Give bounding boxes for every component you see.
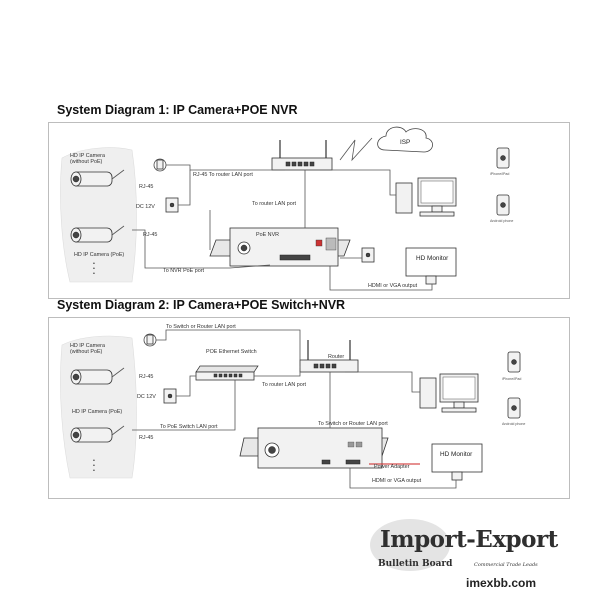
ip-camera-icon <box>70 225 125 243</box>
internet-link <box>339 137 373 162</box>
wall-outlet-icon <box>361 247 375 263</box>
poe-nvr-label: PoE NVR <box>256 232 279 238</box>
hd-monitor-icon <box>431 443 483 481</box>
iphone-ipad-label: iPhone/iPad <box>502 377 521 381</box>
diagram-2: HD IP Camera(without PoE) HD IP Camera (… <box>60 324 525 489</box>
rj45-label-b: RJ-45 <box>139 435 153 441</box>
power-adapter-label: Power Adapter <box>374 464 410 470</box>
power-outlet-icon <box>165 197 179 213</box>
router-icon <box>299 340 359 373</box>
watermark-url: imexbb.com <box>466 576 536 590</box>
hdmi-vga-label: HDMI or VGA output <box>372 478 422 484</box>
svg-text:•: • <box>93 266 95 272</box>
cable-dc-power <box>176 375 196 397</box>
watermark-title: Import-Export <box>380 526 559 553</box>
hd-monitor-label: HD Monitor <box>416 255 449 262</box>
globe-icon <box>370 519 450 571</box>
svg-text:•: • <box>93 463 95 469</box>
poe-nvr-icon <box>209 227 351 267</box>
rj45-to-router-label: RJ-45 To router LAN port <box>193 172 253 178</box>
dc12v-label: DC 12V <box>136 204 155 210</box>
camera-group-label-top-line2: (without PoE) <box>70 159 103 165</box>
cable-dc-power <box>178 170 191 206</box>
camera-group-label-top: HD IP Camera(without PoE) <box>70 343 105 355</box>
iphone-icon <box>496 147 510 169</box>
poe-switch-icon <box>195 365 259 381</box>
desktop-pc-icon <box>419 373 479 413</box>
svg-text:•: • <box>93 468 95 474</box>
watermark-tagline: Commercial Trade Leads <box>474 562 538 568</box>
rj45-label-a: RJ-45 <box>139 184 153 190</box>
to-switch-router-2-label: To Switch or Router LAN port <box>318 421 388 427</box>
diagram-2-heading: System Diagram 2: IP Camera+POE Switch+N… <box>57 298 346 312</box>
hd-monitor-label: HD Monitor <box>440 451 473 458</box>
rj45-connector-icon <box>153 158 167 172</box>
isp-label: ISP <box>400 139 410 146</box>
camera-group-backdrop <box>60 335 137 479</box>
rj45-connector-icon <box>143 333 157 347</box>
camera-group-label-bottom: HD IP Camera (PoE) <box>74 252 124 258</box>
rj45-label-b: RJ-45 <box>143 232 157 238</box>
iphone-icon <box>507 351 521 373</box>
ip-camera-icon <box>70 367 125 385</box>
camera-group-label-top-line2: (without PoE) <box>70 349 103 355</box>
more-cameras-dots: • <box>93 261 95 267</box>
cable-router-pc <box>320 169 396 196</box>
to-router-lan-label: To router LAN port <box>262 382 307 388</box>
cable-router-pc <box>345 371 420 393</box>
cable-camera-router <box>156 329 301 366</box>
hd-monitor-icon <box>405 247 457 285</box>
dc12v-label: DC 12V <box>137 394 156 400</box>
power-outlet-icon <box>163 388 177 404</box>
poe-switch-label: POE Ethernet Switch <box>206 349 257 355</box>
isp-cloud-icon: ISP <box>377 126 433 153</box>
android-phone-icon <box>496 194 510 216</box>
android-phone-icon <box>507 397 521 419</box>
to-switch-router-label: To Switch or Router LAN port <box>166 324 236 330</box>
watermark-logo: Import-Export Bulletin Board Commercial … <box>370 519 559 590</box>
cable-camera-switch <box>132 380 236 431</box>
diagram-2-panel <box>48 317 570 499</box>
iphone-ipad-label: iPhone/iPad <box>490 172 509 176</box>
to-router-lan-label: To router LAN port <box>252 201 297 207</box>
cable-switch-router <box>254 368 301 377</box>
diagram-1: HD IP Camera(without PoE) HD IP Camera (… <box>60 126 513 291</box>
router-icon <box>271 140 333 171</box>
to-nvr-poe-label: To NVR PoE port <box>163 268 205 274</box>
hdmi-vga-label: HDMI or VGA output <box>368 283 418 289</box>
watermark-subtitle: Bulletin Board <box>378 559 453 569</box>
android-phone-label: Android phone <box>490 219 513 223</box>
rj45-label-a: RJ-45 <box>139 374 153 380</box>
to-poe-switch-label: To PoE Switch LAN port <box>160 424 218 430</box>
android-phone-label: Android phone <box>502 422 525 426</box>
ip-camera-icon <box>70 169 125 187</box>
router-label: Router <box>328 354 344 360</box>
camera-group-label-top: HD IP Camera(without PoE) <box>70 153 105 165</box>
cable-nvr-monitor <box>349 468 457 489</box>
cable-camera-router <box>166 164 285 171</box>
svg-text:•: • <box>93 271 95 277</box>
nvr-icon <box>239 427 389 469</box>
cable-nvr-monitor <box>329 266 433 291</box>
camera-group-backdrop <box>60 147 137 283</box>
camera-group-label-bottom: HD IP Camera (PoE) <box>72 409 122 415</box>
desktop-pc-icon <box>395 177 457 217</box>
ip-camera-icon <box>70 425 125 443</box>
more-cameras-dots: • <box>93 458 95 464</box>
diagram-1-heading: System Diagram 1: IP Camera+POE NVR <box>57 103 298 117</box>
cable-camera-nvr <box>132 229 271 269</box>
